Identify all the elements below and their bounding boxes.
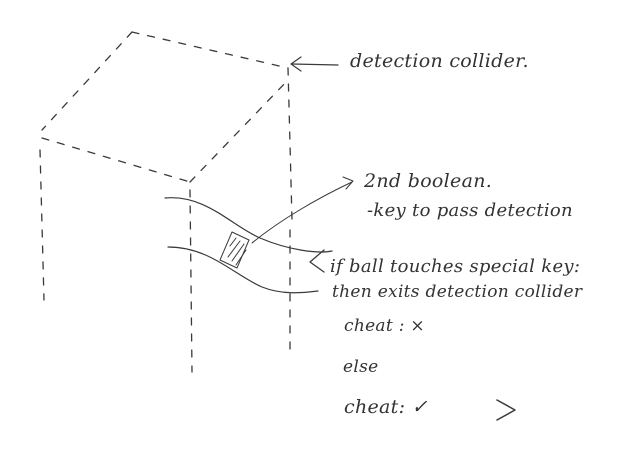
cheat-pass-label: cheat: ✓ — [344, 396, 428, 418]
else-label: else — [343, 357, 379, 377]
tube-lower-curve — [167, 246, 319, 294]
box-front-vertical-edge — [189, 189, 193, 373]
key-pointer-arrow — [251, 176, 354, 244]
ball-path-tube — [164, 197, 333, 294]
box-right-back-edge — [287, 67, 293, 221]
tube-upper-curve — [164, 197, 333, 253]
next-chevron-icon — [496, 399, 516, 421]
then-line-label: then exits detection collider — [332, 282, 583, 302]
collider-pointer-arrow — [290, 56, 339, 72]
condition-caret-icon — [309, 249, 325, 273]
collider-pointer-line — [291, 63, 339, 66]
detection-collider-label: detection collider. — [350, 50, 529, 72]
box-top-back-edge — [131, 31, 289, 69]
special-key-outline — [219, 231, 250, 269]
if-condition-label: if ball touches special key: — [330, 256, 581, 277]
second-boolean-label: 2nd boolean. — [364, 170, 493, 192]
box-top-left-edge — [41, 31, 133, 131]
special-key-hatching — [227, 237, 247, 266]
special-key — [219, 231, 250, 269]
box-top-right-edge — [189, 79, 289, 183]
key-to-pass-label: -key to pass detection — [367, 200, 573, 221]
collider-pointer-head — [290, 56, 302, 72]
box-front-top-edge — [41, 137, 191, 183]
box-left-vertical-edge — [39, 149, 45, 301]
detection-collider-box — [39, 31, 293, 373]
key-pointer-line — [251, 181, 353, 244]
cheat-fail-label: cheat : × — [344, 316, 425, 336]
key-pointer-head — [342, 176, 354, 190]
